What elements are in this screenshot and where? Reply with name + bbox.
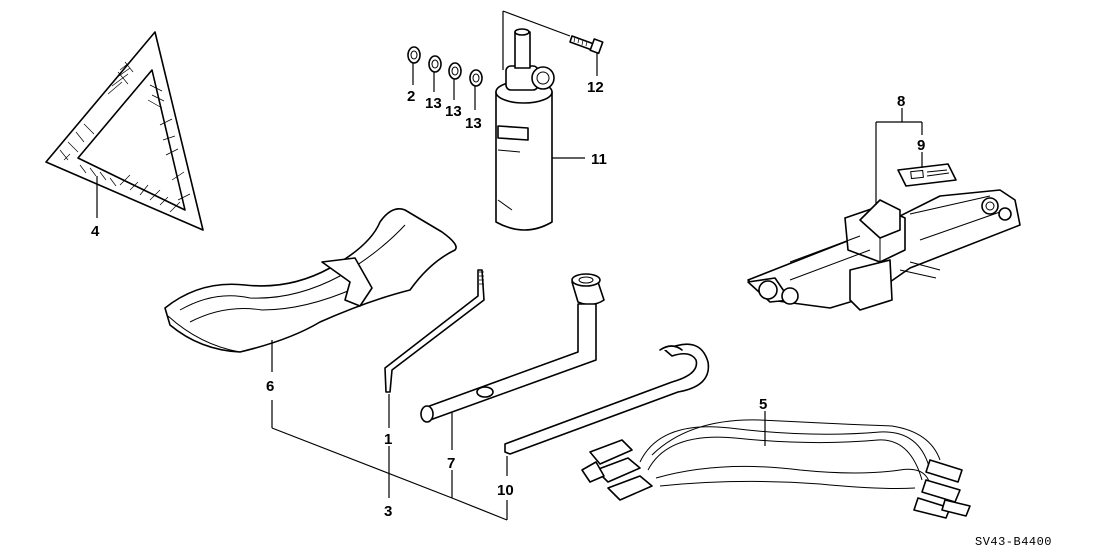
callout-12: 12 — [587, 79, 604, 96]
scissor-jack[interactable] — [747, 189, 1021, 311]
wrench-handle[interactable] — [384, 269, 485, 393]
callout-3: 3 — [384, 503, 392, 520]
leader-12-bracket — [502, 10, 571, 37]
leader-3-diag-d — [451, 497, 508, 521]
callout-13c: 13 — [465, 115, 482, 132]
sealant-bottle[interactable] — [495, 28, 555, 231]
jack-handle[interactable] — [504, 343, 710, 455]
reference-code: SV43-B4400 — [975, 535, 1052, 549]
leader-3-diag-a — [271, 427, 453, 499]
warning-triangle[interactable] — [45, 31, 204, 231]
callout-1: 1 — [384, 431, 392, 448]
jack-label-plate[interactable] — [897, 163, 957, 187]
callout-6: 6 — [266, 378, 274, 395]
washers[interactable] — [407, 46, 483, 87]
booster-cables[interactable] — [581, 419, 971, 519]
callout-7: 7 — [447, 455, 455, 472]
callout-10: 10 — [497, 482, 514, 499]
callout-13a: 13 — [425, 95, 442, 112]
callout-8: 8 — [897, 93, 905, 110]
callout-11: 11 — [591, 151, 607, 168]
callout-4: 4 — [91, 223, 100, 240]
wheel-nut-wrench[interactable] — [420, 273, 605, 423]
callout-2: 2 — [407, 88, 415, 105]
tool-bag[interactable] — [164, 208, 457, 353]
callout-9: 9 — [917, 137, 925, 154]
bolt[interactable] — [569, 35, 604, 55]
callout-5: 5 — [759, 396, 767, 413]
callout-13b: 13 — [445, 103, 462, 120]
